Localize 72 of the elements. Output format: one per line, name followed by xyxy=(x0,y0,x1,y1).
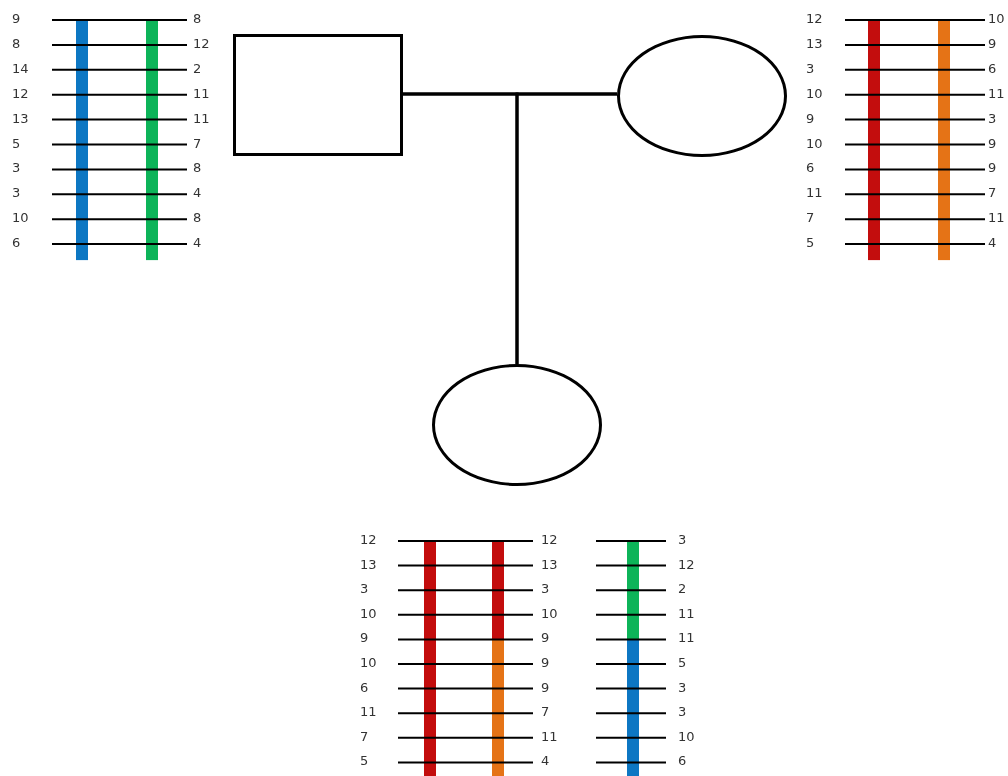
marker-number: 9 xyxy=(988,136,997,151)
marker-number: 9 xyxy=(806,111,815,126)
marker-number: 6 xyxy=(806,161,815,176)
pedigree-line xyxy=(515,92,617,364)
marker-number: 6 xyxy=(678,754,687,769)
marker-number: 7 xyxy=(988,186,997,201)
marker-number: 6 xyxy=(360,680,369,695)
marker-number: 10 xyxy=(541,606,558,621)
marker-number: 9 xyxy=(988,36,997,51)
marker-number: 10 xyxy=(806,136,823,151)
marker-number: 11 xyxy=(678,631,695,646)
marker-number: 3 xyxy=(12,161,21,176)
marker-number: 10 xyxy=(678,729,695,744)
marker-number: 4 xyxy=(541,754,550,769)
marker-number: 8 xyxy=(193,12,202,26)
male-square xyxy=(233,34,403,156)
marker-number: 3 xyxy=(806,61,815,76)
marker-number: 10 xyxy=(360,656,377,670)
marker-number: 10 xyxy=(360,606,377,621)
marker-number: 9 xyxy=(541,631,550,646)
marker-number: 12 xyxy=(678,557,695,572)
marker-number: 8 xyxy=(193,211,202,226)
marker-number: 13 xyxy=(12,111,29,126)
marker-number: 9 xyxy=(541,680,550,695)
marker-number: 2 xyxy=(678,582,687,597)
marker-number: 3 xyxy=(541,582,550,597)
marker-number: 11 xyxy=(988,86,1005,101)
marker-number: 10 xyxy=(806,86,823,101)
marker-number: 4 xyxy=(193,236,202,251)
marker-number: 12 xyxy=(806,12,823,26)
marker-number: 6 xyxy=(988,61,997,76)
marker-number: 9 xyxy=(12,12,21,26)
marker-number: 10 xyxy=(12,211,29,226)
marker-number: 5 xyxy=(678,656,687,670)
marker-number: 13 xyxy=(541,557,558,572)
marker-number: 12 xyxy=(193,36,210,51)
marker-number: 11 xyxy=(360,705,377,720)
marker-number: 7 xyxy=(806,211,815,226)
marker-number: 3 xyxy=(12,186,21,201)
marker-number: 9 xyxy=(360,631,369,646)
marker-number: 11 xyxy=(541,729,558,744)
marker-number: 8 xyxy=(193,161,202,176)
marker-number: 14 xyxy=(12,61,29,76)
marker-number: 11 xyxy=(988,211,1005,226)
marker-number: 5 xyxy=(12,136,21,151)
marker-number: 2 xyxy=(193,61,202,76)
marker-number: 4 xyxy=(988,236,997,251)
marker-number: 12 xyxy=(360,533,377,547)
marker-number: 11 xyxy=(193,111,210,126)
marker-number: 11 xyxy=(193,86,210,101)
marker-number: 7 xyxy=(541,705,550,720)
marker-number: 13 xyxy=(806,36,823,51)
marker-number: 3 xyxy=(360,582,369,597)
marker-number: 9 xyxy=(541,656,550,670)
marker-number: 3 xyxy=(988,111,997,126)
marker-number: 8 xyxy=(12,36,21,51)
marker-number: 11 xyxy=(806,186,823,201)
marker-number: 3 xyxy=(678,705,687,720)
marker-number: 6 xyxy=(12,236,21,251)
marker-number: 7 xyxy=(360,729,369,744)
marker-number: 7 xyxy=(193,136,202,151)
marker-number: 12 xyxy=(541,533,558,547)
marker-number: 3 xyxy=(678,680,687,695)
marker-number: 12 xyxy=(12,86,29,101)
marker-number: 9 xyxy=(988,161,997,176)
marker-number: 13 xyxy=(360,557,377,572)
marker-number: 10 xyxy=(988,12,1005,26)
marker-number: 5 xyxy=(806,236,815,251)
marker-number: 4 xyxy=(193,186,202,201)
marker-number: 5 xyxy=(360,754,369,769)
marker-number: 3 xyxy=(678,533,687,547)
marker-number: 11 xyxy=(678,606,695,621)
